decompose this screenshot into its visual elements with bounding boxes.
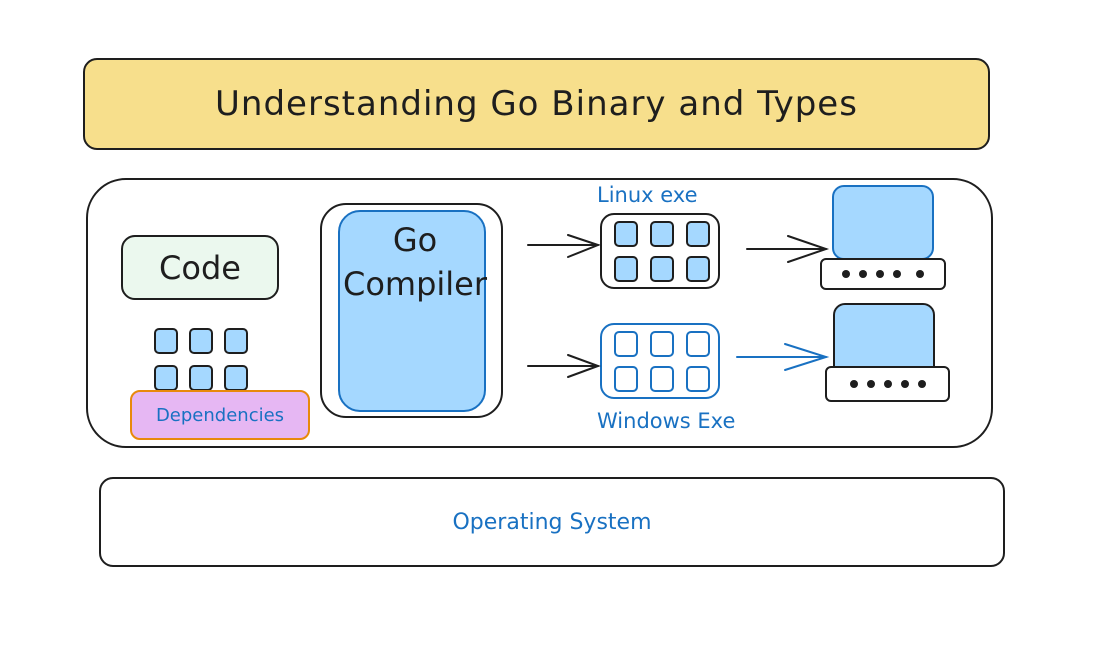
compiler-label-line2: Compiler bbox=[342, 265, 488, 303]
code-label: Code bbox=[159, 248, 241, 287]
dependency-block bbox=[154, 328, 178, 354]
title-banner: Understanding Go Binary and Types bbox=[83, 58, 990, 150]
arrow-linux-to-computer bbox=[746, 235, 830, 263]
dependency-block bbox=[224, 328, 248, 354]
go-compiler-label: Go Compiler bbox=[330, 218, 500, 306]
go-compiler-outer bbox=[320, 203, 503, 418]
binary-block bbox=[614, 255, 638, 282]
arrow-compiler-to-linux bbox=[527, 234, 601, 258]
arrow-compiler-to-windows bbox=[527, 354, 601, 378]
windows-exe-binary bbox=[600, 323, 720, 399]
binary-block bbox=[686, 330, 710, 357]
dependency-block bbox=[154, 365, 178, 391]
binary-block bbox=[686, 220, 710, 247]
build-process-container bbox=[86, 178, 993, 448]
binary-block bbox=[650, 330, 674, 357]
dependencies-label: Dependencies bbox=[155, 404, 285, 426]
dependencies-box: Dependencies bbox=[130, 390, 310, 440]
os-label: Operating System bbox=[452, 509, 652, 535]
linux-exe-label: Linux exe bbox=[597, 183, 698, 207]
linux-computer-base-icon bbox=[820, 258, 946, 290]
title-text: Understanding Go Binary and Types bbox=[215, 84, 858, 124]
go-compiler-box bbox=[338, 210, 486, 412]
binary-block bbox=[614, 330, 638, 357]
binary-block bbox=[650, 365, 674, 392]
compiler-label-line1: Go bbox=[392, 221, 438, 259]
dependency-block bbox=[189, 328, 213, 354]
binary-block bbox=[650, 220, 674, 247]
dependency-block bbox=[224, 365, 248, 391]
operating-system-box: Operating System bbox=[99, 477, 1005, 567]
windows-computer-base-icon bbox=[825, 366, 950, 402]
binary-block bbox=[614, 220, 638, 247]
linux-exe-binary bbox=[600, 213, 720, 289]
linux-computer-screen-icon bbox=[832, 185, 934, 260]
binary-block bbox=[686, 255, 710, 282]
arrow-windows-to-computer bbox=[736, 343, 830, 371]
binary-block bbox=[686, 365, 710, 392]
code-box: Code bbox=[121, 235, 279, 300]
dependency-blocks bbox=[154, 328, 248, 391]
windows-exe-label: Windows Exe bbox=[597, 409, 736, 433]
binary-block bbox=[650, 255, 674, 282]
binary-block bbox=[614, 365, 638, 392]
